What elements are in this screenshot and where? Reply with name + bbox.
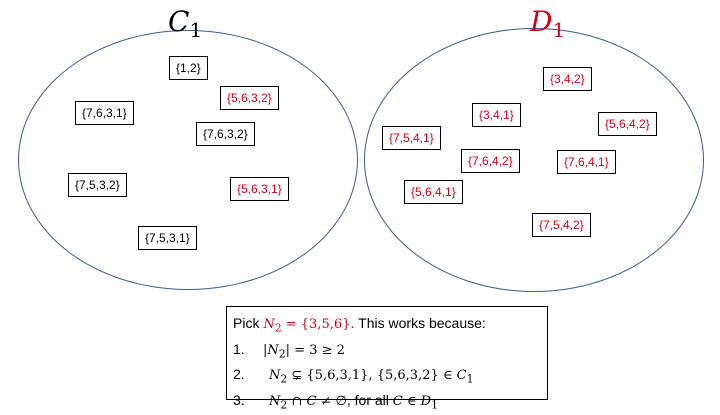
- line1-var: N: [267, 342, 279, 358]
- set-d-title-subscript: 1: [552, 18, 566, 42]
- set-c-title: C1: [168, 5, 203, 42]
- line2-var: N: [269, 368, 281, 384]
- line3-set: D: [420, 393, 432, 409]
- line2-set: C: [456, 368, 467, 384]
- set-c-item: {5,6,3,2}: [220, 86, 279, 110]
- line3-text: , for all: [346, 391, 393, 408]
- reason-2-expression: N2 ⊊ {5,6,3,1}, {5,6,3,2} ∈ C1: [269, 368, 474, 386]
- set-c-item: {7,6,3,1}: [75, 101, 134, 125]
- explanation-box: Pick N2 = {3,5,6}. This works because: 1…: [226, 306, 548, 411]
- set-d-item: {5,6,4,2}: [598, 112, 657, 136]
- line3-cap: ∩: [287, 393, 307, 409]
- set-d-item: {3,4,1}: [472, 103, 521, 127]
- line2-rel: ⊊ {5,6,3,1}, {5,6,3,2} ∈: [287, 368, 457, 384]
- reason-3-expression: N2 ∩ C ≠ ∅: [269, 393, 347, 412]
- reason-number: 2.: [233, 366, 245, 383]
- line1-sub: 2: [278, 347, 286, 361]
- line3-in: ∈: [402, 393, 421, 409]
- reason-1-expression: |N2| = 3 ≥ 2: [263, 342, 345, 361]
- set-d-ellipse: [364, 28, 704, 292]
- pick-line: Pick N2 = {3,5,6}. This works because:: [233, 313, 539, 339]
- abs-open: |: [263, 342, 268, 358]
- set-c-title-letter: C: [168, 5, 190, 38]
- set-d-item: {5,6,4,1}: [404, 180, 463, 204]
- set-c-ellipse: [18, 30, 358, 290]
- set-d-item: {7,5,4,2}: [532, 213, 591, 237]
- set-c-title-subscript: 1: [189, 18, 203, 42]
- set-c-item: {7,6,3,2}: [196, 122, 255, 146]
- line3-neq: ≠ ∅: [316, 393, 347, 409]
- set-c-item: {5,6,3,1}: [230, 177, 289, 201]
- set-d-item: {7,5,4,1}: [382, 126, 441, 150]
- set-d-item: {7,6,4,1}: [557, 150, 616, 174]
- pick-expression: N2 = {3,5,6}.: [263, 317, 355, 335]
- pick-var: N: [263, 317, 275, 332]
- line3-tail: C ∈ D1: [392, 393, 438, 412]
- set-c-item: {7,5,3,1}: [138, 226, 197, 250]
- set-d-item: {3,4,2}: [543, 67, 592, 91]
- line3-c: C: [306, 393, 317, 409]
- line2-set-sub: 1: [466, 372, 474, 386]
- reason-line-2: 2. N2 ⊊ {5,6,3,1}, {5,6,3,2} ∈ C1: [233, 364, 539, 390]
- line2-sub: 2: [280, 372, 288, 386]
- pick-prefix: Pick: [233, 315, 264, 331]
- reason-line-3: 3. N2 ∩ C ≠ ∅, for all C ∈ D1: [233, 390, 539, 415]
- line3-var: N: [269, 393, 281, 409]
- line1-rest: | = 3 ≥ 2: [285, 342, 345, 358]
- pick-value: = {3,5,6}.: [281, 317, 355, 332]
- reason-number: 1.: [233, 340, 245, 357]
- pick-suffix: This works because:: [354, 315, 486, 331]
- line3-c2: C: [392, 393, 403, 409]
- set-c-item: {7,5,3,2}: [68, 173, 127, 197]
- set-d-title-letter: D: [530, 5, 553, 38]
- reason-number: 3.: [233, 391, 245, 408]
- pick-sub: 2: [274, 321, 282, 335]
- set-c-item: {1,2}: [169, 56, 208, 80]
- reason-line-1: 1. |N2| = 3 ≥ 2: [233, 339, 539, 365]
- set-d-item: {7,6,4,2}: [461, 149, 520, 173]
- set-d-title: D1: [530, 5, 566, 42]
